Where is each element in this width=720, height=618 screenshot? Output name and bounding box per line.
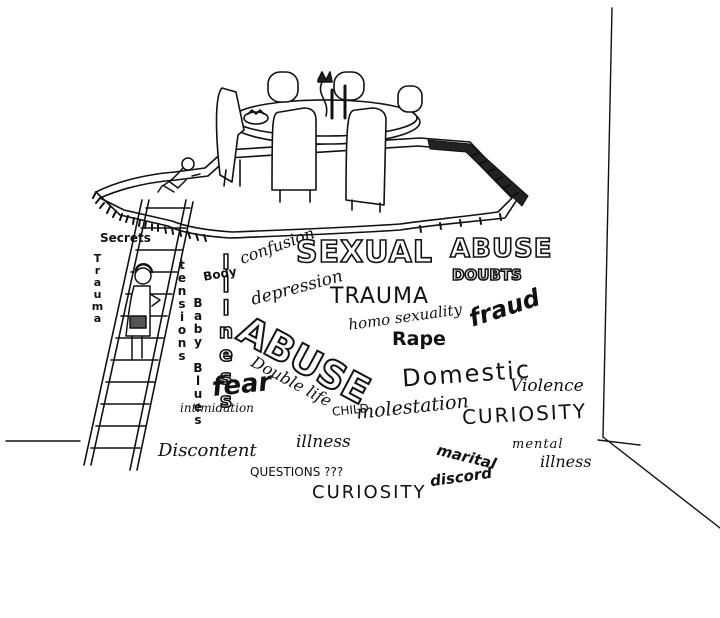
word-curiosity-bottom: CURIOSITY <box>312 482 427 503</box>
word-mental: mental <box>512 437 564 452</box>
word-rape: Rape <box>392 328 446 350</box>
word-fear: fear <box>210 366 273 404</box>
word-intimidation: intimidation <box>180 401 254 415</box>
crawling-child <box>157 157 201 193</box>
word-illness: illness <box>296 432 351 452</box>
word-sexual: SEXUAL <box>295 235 434 270</box>
ladder <box>83 199 194 471</box>
word-baby-blues: Baby Blues <box>191 296 205 426</box>
word-discontent: Discontent <box>158 440 257 461</box>
word-questions: QUESTIONS ??? <box>250 465 344 479</box>
word-curiosity-right: CURIOSITY <box>461 398 588 430</box>
word-illness-vertical: Illness <box>213 249 239 412</box>
word-tensions: tensions <box>175 258 189 362</box>
dining-table <box>215 71 423 213</box>
word-abuse-top: ABUSE <box>449 234 553 264</box>
woman-figure <box>125 263 161 361</box>
word-violence: Violence <box>510 376 584 396</box>
word-trauma: TRAUMA <box>330 284 430 309</box>
word-doubts: DOUBTS <box>451 266 522 284</box>
word-secrets: Secrets <box>100 231 151 245</box>
word-illness-mental: illness <box>540 452 592 471</box>
word-trauma-vertical: Trauma <box>91 252 104 324</box>
room-lines <box>5 7 720 529</box>
